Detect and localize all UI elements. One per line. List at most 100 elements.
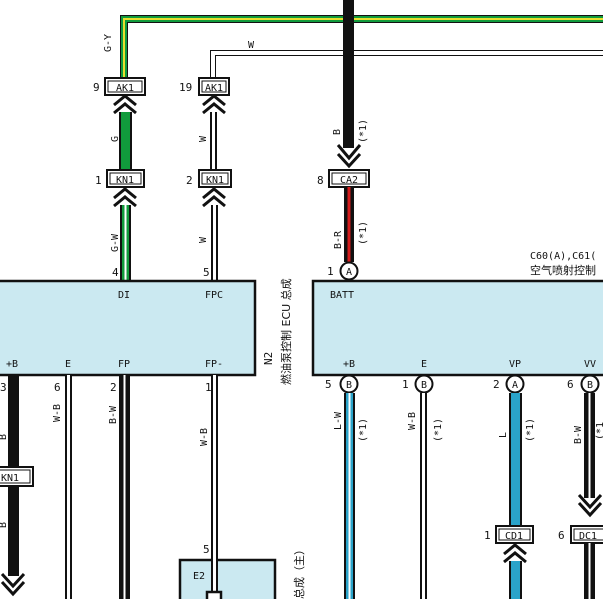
pin-label: DI xyxy=(118,290,130,301)
wire-label-br: B-R xyxy=(333,230,344,249)
wire-label-bw: B-W xyxy=(108,405,119,424)
arrow-down-icon xyxy=(0,572,26,589)
pin-number: 1 xyxy=(327,265,334,278)
pin-label: FP- xyxy=(205,359,223,370)
wire-label-gw: G-W xyxy=(110,233,121,252)
ground-symbol xyxy=(205,590,223,599)
ecu-code-n2: N2 xyxy=(262,352,275,365)
wire-label-star: (*1) xyxy=(358,221,369,245)
pin-number: 19 xyxy=(179,81,192,94)
ecu-code-c60: C60(A),C61( xyxy=(530,251,596,262)
pin-label: BATT xyxy=(330,290,354,301)
pin-label: VV xyxy=(584,359,596,370)
wire-label-star: (*1) xyxy=(433,418,444,442)
pin-number: 1 xyxy=(205,381,212,394)
arrow-down-icon xyxy=(336,144,362,161)
pin-circle xyxy=(505,374,525,394)
wire-label-w-low: W xyxy=(198,236,209,243)
ecu-name-n2: 燃油泵控制 ECU 总成 xyxy=(279,278,293,385)
wire-label-b: B xyxy=(0,522,9,528)
e2-box xyxy=(178,558,277,599)
chevron-up-icon xyxy=(113,94,137,107)
pin-number: 6 xyxy=(558,529,565,542)
wire-label-wb: W-B xyxy=(52,404,63,422)
pin-number: 2 xyxy=(186,174,193,187)
ecu-c60-box xyxy=(311,279,603,377)
wire-label-lw: L-W xyxy=(333,411,344,430)
pin-number: 3 xyxy=(0,381,7,394)
arrow-down-icon xyxy=(336,152,362,169)
chevron-up-icon xyxy=(113,187,137,200)
pin-label: VP xyxy=(509,359,521,370)
pin-number: 9 xyxy=(93,81,100,94)
pin-label: +B xyxy=(343,359,355,370)
pin-label: FPC xyxy=(205,290,223,301)
wire-label-l: L xyxy=(498,432,509,438)
pin-number: 4 xyxy=(112,266,119,279)
connector-kn1-a: 1 KN1 xyxy=(95,169,145,188)
connector-kn1-c: KN1 xyxy=(0,466,34,487)
connector-ak1-b: 19 AK1 xyxy=(179,77,230,96)
pin-letter: A xyxy=(512,380,518,391)
connector-name: CD1 xyxy=(505,531,523,542)
connector-ca2: 8 CA2 xyxy=(317,169,370,188)
wire-b-left xyxy=(8,375,19,467)
pin-number: 1 xyxy=(402,378,409,391)
chevron-up-icon xyxy=(503,551,527,564)
pin-circle xyxy=(339,374,359,394)
wire-label-g: G xyxy=(110,136,121,142)
wire-b-top xyxy=(343,0,354,148)
chevron-up-icon xyxy=(202,94,226,107)
wire-label-star: (*1 xyxy=(595,422,603,440)
pin-label: E xyxy=(65,359,71,370)
arrow-down-icon xyxy=(577,493,603,510)
pin-letter: B xyxy=(587,380,593,391)
arrow-down-icon xyxy=(577,501,603,518)
pin-number: 1 xyxy=(484,529,491,542)
ecu-name-c60: 空气喷射控制 xyxy=(530,263,596,277)
pin-label: E xyxy=(421,359,427,370)
connector-cd1: 1 CD1 xyxy=(484,525,534,544)
wire-label-star: (*1) xyxy=(525,418,536,442)
connector-dc1: 6 DC1 xyxy=(558,525,603,544)
connector-name: KN1 xyxy=(116,175,134,186)
pin-letter: B xyxy=(421,380,427,391)
arrow-down-icon xyxy=(0,580,26,597)
pin-number: 2 xyxy=(493,378,500,391)
chevron-up-icon xyxy=(202,187,226,200)
pin-number: 5 xyxy=(203,266,210,279)
wire-label-b: B xyxy=(332,129,343,135)
pin-circle xyxy=(339,261,359,281)
connector-name: KN1 xyxy=(206,175,224,186)
chevron-up-icon xyxy=(503,543,527,556)
pin-number: 6 xyxy=(567,378,574,391)
wire-label-w: W xyxy=(198,135,209,142)
wire-label-star: (*1) xyxy=(358,418,369,442)
wire-label-bw: B-W xyxy=(573,425,584,444)
pin-letter: A xyxy=(346,267,352,278)
pin-number: 5 xyxy=(325,378,332,391)
connector-kn1-b: 2 KN1 xyxy=(186,169,232,188)
pin-circle xyxy=(414,374,434,394)
chevron-up-icon xyxy=(113,102,137,115)
pin-letter: B xyxy=(346,380,352,391)
wire-label-star: (*1) xyxy=(358,119,369,143)
pin-number: 6 xyxy=(54,381,61,394)
connector-name: AK1 xyxy=(116,83,134,94)
wire-label-w-top: W xyxy=(248,40,255,51)
pin-number: 1 xyxy=(95,174,102,187)
chevron-up-icon xyxy=(202,195,226,208)
connector-name: DC1 xyxy=(579,531,597,542)
wire-label-wb: W-B xyxy=(407,412,418,430)
chevron-up-icon xyxy=(113,195,137,208)
pin-number: 8 xyxy=(317,174,324,187)
pin-number: 5 xyxy=(203,543,210,556)
wire-label-gy: G-Y xyxy=(103,34,114,52)
wire-label-b: B xyxy=(0,434,9,440)
pin-label: E2 xyxy=(193,571,205,582)
pin-label: FP xyxy=(118,359,130,370)
wire-w-top xyxy=(210,50,603,78)
pin-circle xyxy=(580,374,600,394)
pin-number: 2 xyxy=(110,381,117,394)
